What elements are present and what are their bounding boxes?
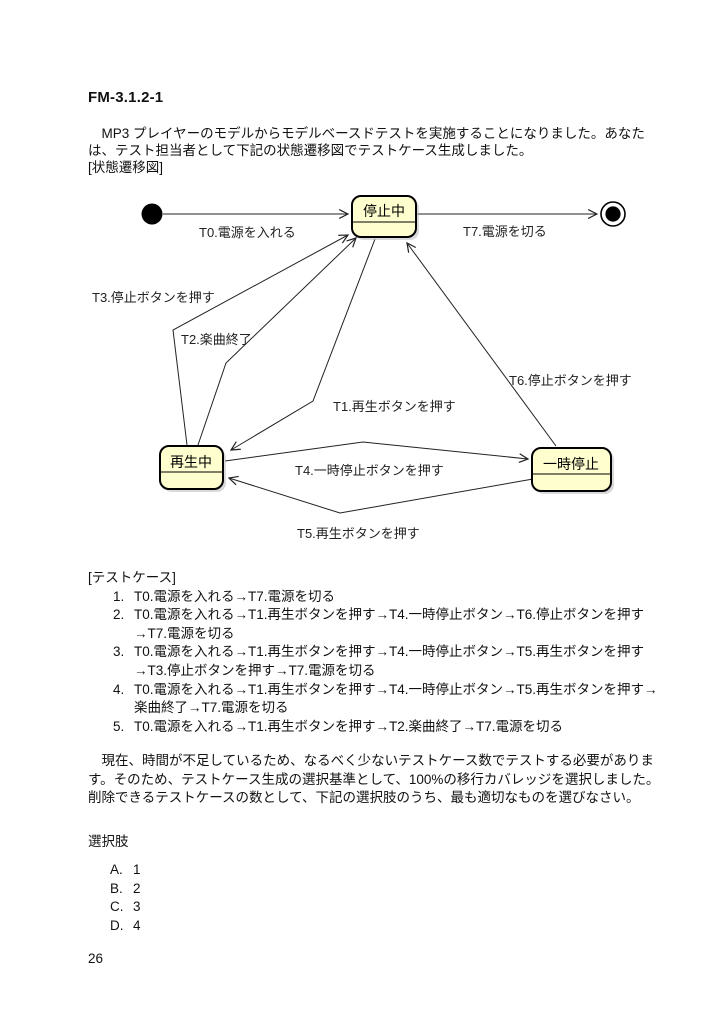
choice-label: C.: [110, 899, 124, 915]
list-item: 1. T0.電源を入れる→T7.電源を切る: [88, 588, 658, 607]
list-item-text: →T3.停止ボタンを押す→T7.電源を切る: [134, 662, 376, 678]
initial-state-node: [141, 203, 163, 225]
transition-arrow-t6: [407, 243, 557, 447]
choice-label: A.: [110, 862, 123, 877]
list-item-text: →T7.電源を切る: [134, 625, 235, 641]
intro-paragraph: MP3 プレイヤーのモデルからモデルベースドテストを実施することになりました。あ…: [88, 126, 645, 176]
choice-value: 4: [133, 917, 141, 933]
transition-label-t3: T3.停止ボタンを押す: [92, 290, 215, 305]
transition-arrow-t3: [172, 235, 348, 446]
list-item-text: 楽曲終了→T7.電源を切る: [134, 700, 289, 716]
list-item: 3. T0.電源を入れる→T1.再生ボタンを押す→T4.一時停止ボタン→T5.再…: [88, 643, 658, 680]
choice-label: D.: [110, 917, 124, 933]
list-item-number: 5.: [113, 718, 125, 734]
choice-label: B.: [110, 880, 123, 896]
state-node-playing: 再生中: [159, 445, 226, 492]
question-line: 削除できるテストケースの数として、下記の選択肢のうち、最も適切なものを選びなさい…: [88, 790, 640, 806]
choices-list: A. 1 B. 2 C. 3 D. 4: [110, 861, 141, 935]
list-item-text: T0.電源を入れる→T1.再生ボタンを押す→T4.一時停止ボタン→T6.停止ボタ…: [134, 607, 645, 623]
list-item-text: T0.電源を入れる→T1.再生ボタンを押す→T4.一時停止ボタン→T5.再生ボタ…: [134, 644, 645, 660]
question-line: す。そのため、テストケース生成の選択基準として、100%の移行カバレッジを選択し…: [88, 771, 660, 787]
list-item-number: 2.: [113, 607, 125, 623]
transition-label-t0: T0.電源を入れる: [199, 225, 296, 240]
list-item-text: T0.電源を入れる→T1.再生ボタンを押す→T4.一時停止ボタン→T5.再生ボタ…: [134, 681, 658, 697]
page-number: 26: [88, 951, 104, 966]
list-item-number: 3.: [113, 644, 125, 660]
transition-label-t4: T4.一時停止ボタンを押す: [295, 463, 444, 478]
transition-label-t1: T1.再生ボタンを押す: [333, 399, 456, 414]
state-label-stopped: 停止中: [363, 203, 405, 219]
state-node-paused: 一時停止: [531, 447, 614, 494]
state-label-paused: 一時停止: [543, 456, 599, 472]
choice-value: 1: [133, 862, 141, 877]
choice-c: C. 3: [110, 898, 141, 917]
transition-arrow-t5: [229, 478, 534, 514]
list-item-text: T0.電源を入れる→T1.再生ボタンを押す→T2.楽曲終了→T7.電源を切る: [134, 718, 564, 734]
choice-b: B. 2: [110, 880, 141, 899]
page-title: FM-3.1.2-1: [88, 89, 164, 106]
transition-label-t2: T2.楽曲終了: [181, 332, 252, 347]
list-item: 4. T0.電源を入れる→T1.再生ボタンを押す→T4.一時停止ボタン→T5.再…: [88, 681, 658, 718]
state-transition-diagram: 停止中 再生中 一時停止 T0.電源を入れる T7.電源を切る T3.停止ボタン…: [92, 195, 632, 541]
choice-value: 2: [133, 880, 141, 896]
final-state-node: [600, 201, 626, 227]
state-node-stopped: 停止中: [351, 195, 419, 240]
list-item: 2. T0.電源を入れる→T1.再生ボタンを押す→T4.一時停止ボタン→T6.停…: [88, 606, 658, 643]
transition-arrow-t2: [197, 238, 356, 446]
choice-a: A. 1: [110, 861, 141, 880]
state-label-playing: 再生中: [170, 454, 212, 470]
test-case-section: [テストケース] 1. T0.電源を入れる→T7.電源を切る 2. T0.電源を…: [88, 569, 658, 736]
choice-value: 3: [133, 899, 141, 915]
question-paragraph: 現在、時間が不足しているため、なるべく少ないテストケース数でテストする必要があり…: [88, 752, 659, 808]
diagram-caption: [状態遷移図]: [88, 159, 164, 175]
transition-arrow-t4: [224, 441, 528, 461]
transition-label-t7: T7.電源を切る: [463, 224, 547, 239]
question-line: 現在、時間が不足しているため、なるべく少ないテストケース数でテストする必要があり…: [88, 753, 654, 768]
list-item-number: 4.: [113, 681, 125, 697]
list-item-number: 1.: [113, 588, 125, 604]
list-item-text: T0.電源を入れる→T7.電源を切る: [134, 588, 336, 604]
intro-line: は、テスト担当者として下記の状態遷移図でテストケース生成しました。: [88, 142, 533, 158]
list-item: 5. T0.電源を入れる→T1.再生ボタンを押す→T2.楽曲終了→T7.電源を切…: [88, 718, 658, 737]
transition-label-t6: T6.停止ボタンを押す: [509, 373, 632, 388]
choice-d: D. 4: [110, 917, 141, 936]
transition-label-t5: T5.再生ボタンを押す: [297, 526, 420, 541]
choices-heading: 選択肢: [88, 834, 129, 849]
transition-arrow-t1: [231, 238, 376, 450]
intro-line: MP3 プレイヤーのモデルからモデルベースドテストを実施することになりました。あ…: [88, 126, 645, 141]
test-case-heading: [テストケース]: [88, 570, 176, 585]
